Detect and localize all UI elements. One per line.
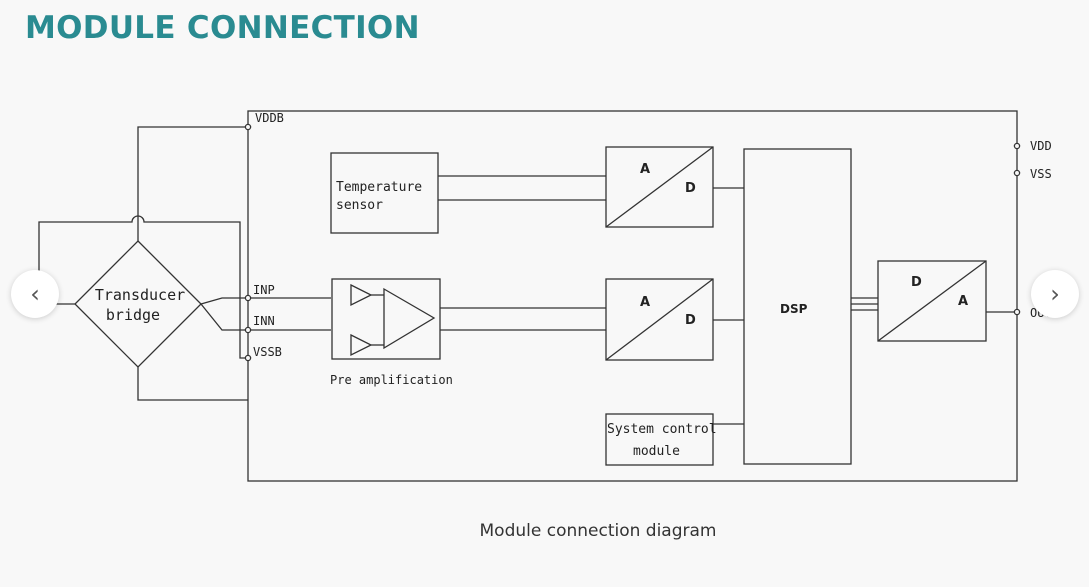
pin-vssb-label: VSSB	[253, 345, 282, 359]
bridge-inp-wire	[200, 297, 331, 305]
chevron-left-icon: ‹	[30, 280, 40, 308]
adc-bottom-d-label: D	[685, 313, 696, 328]
pin-vss	[1013, 169, 1021, 177]
pre-amplification-box	[331, 278, 441, 360]
bridge-left-wire	[38, 215, 248, 359]
dsp-label: DSP	[780, 302, 808, 316]
pin-inp-label: INP	[253, 283, 275, 297]
temperature-sensor-box	[330, 152, 439, 234]
bridge-top-wire	[137, 126, 248, 241]
pin-inn	[244, 326, 252, 334]
bridge-inn-wire	[200, 303, 331, 331]
pin-vddb-label: VDDB	[255, 111, 284, 125]
dac-d-label: D	[911, 275, 922, 290]
chevron-right-icon: ›	[1050, 280, 1060, 308]
previous-slide-button[interactable]: ‹	[11, 270, 59, 318]
temperature-sensor-label-1: Temperature	[336, 180, 422, 195]
system-control-label-1: System control	[607, 422, 717, 437]
diagram-caption: Module connection diagram	[479, 521, 717, 541]
adc-bottom-a-label: A	[640, 295, 650, 310]
dac-a-label: A	[958, 294, 968, 309]
pin-vddb	[244, 123, 252, 131]
pin-out	[1013, 308, 1021, 316]
pin-vssb	[244, 354, 252, 362]
system-control-box	[605, 413, 714, 466]
next-slide-button[interactable]: ›	[1031, 270, 1079, 318]
pin-inn-label: INN	[253, 314, 275, 328]
transducer-bridge-symbol	[74, 240, 202, 368]
pin-vss-label: VSS	[1030, 167, 1052, 181]
transducer-label-2: bridge	[106, 306, 160, 324]
pin-vdd	[1013, 142, 1021, 150]
temperature-sensor-label-2: sensor	[336, 198, 383, 213]
transducer-label-1: Transducer	[95, 286, 185, 304]
adc-top-d-label: D	[685, 181, 696, 196]
pin-inp	[244, 294, 252, 302]
adc-top-a-label: A	[640, 162, 650, 177]
pin-vdd-label: VDD	[1030, 139, 1052, 153]
system-control-label-2: module	[633, 444, 680, 459]
adc-top-box	[605, 146, 714, 228]
page-title: MODULE CONNECTION	[25, 10, 420, 46]
dac-box	[877, 260, 987, 342]
pre-amplification-label: Pre amplification	[330, 373, 453, 387]
dsp-box	[743, 148, 852, 465]
bridge-bottom-wire	[137, 367, 248, 401]
